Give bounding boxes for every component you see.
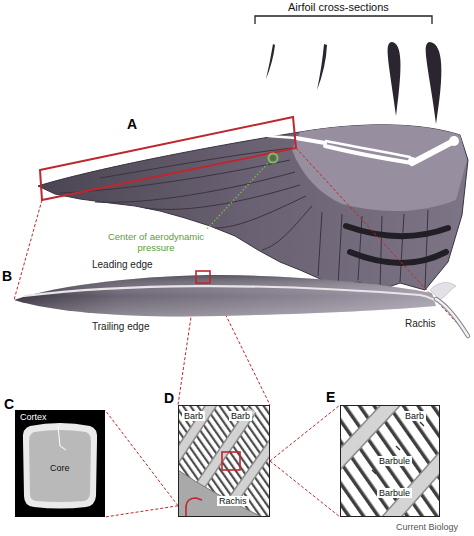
panel-letter: C <box>4 396 14 412</box>
zoom-box <box>196 271 210 283</box>
panel-letter: D <box>164 390 174 406</box>
barbule-panel <box>340 405 440 517</box>
feather-line <box>145 185 300 209</box>
feather-lines <box>60 148 428 288</box>
barb-panel: DBarbBarbRachis <box>178 405 270 517</box>
cortex <box>23 423 97 509</box>
part-label: Rachis <box>405 318 436 330</box>
part-label: Barb <box>403 411 426 421</box>
part-label: Barbule <box>377 456 412 466</box>
barbs-fill <box>340 405 440 517</box>
zoom-line <box>14 200 42 300</box>
bracket-label: Airfoil cross-sections <box>288 1 389 14</box>
wing-coverts <box>292 125 467 211</box>
airfoil-sections <box>266 42 441 124</box>
cross-section-panel: CCortexCore <box>15 410 105 517</box>
wing-bar <box>346 226 448 236</box>
barbule-hatch <box>340 405 440 517</box>
radius <box>326 141 410 157</box>
feather <box>14 275 468 336</box>
airfoil-section <box>266 44 275 79</box>
feather-line <box>95 172 295 202</box>
barb-shape <box>380 440 440 517</box>
zoom-box <box>40 117 296 200</box>
down-tuft <box>430 283 456 300</box>
callout-label: Center of aerodynamic pressure <box>104 232 208 254</box>
wing <box>38 125 468 290</box>
hook <box>372 470 376 474</box>
hook <box>408 434 412 438</box>
part-label: Barbule <box>377 488 412 498</box>
panel-background <box>15 410 105 517</box>
zoom-box <box>222 452 240 470</box>
digit-bone <box>268 136 296 138</box>
feather-line <box>318 212 322 276</box>
zoom-arc <box>186 498 202 517</box>
journal-credit: Current Biology <box>396 522 458 532</box>
barb-panel <box>178 405 270 517</box>
edge-label: Trailing edge <box>92 321 149 333</box>
feather-vane <box>14 275 436 316</box>
hand-bone <box>296 138 325 143</box>
airfoil-section <box>426 42 442 124</box>
cross-section-panel <box>15 410 105 517</box>
wing-bars <box>346 226 448 263</box>
part-label: Core <box>50 463 70 473</box>
rachis-shape <box>178 470 262 517</box>
feather-line <box>100 148 292 178</box>
hook <box>396 446 400 450</box>
airfoil-section <box>388 42 401 116</box>
feather-line <box>358 216 362 280</box>
wing-bar <box>350 252 446 263</box>
zoom-connector <box>270 405 340 517</box>
core <box>29 430 91 502</box>
quill <box>436 299 468 336</box>
airfoil-section <box>317 44 327 90</box>
pressure-marker <box>269 154 278 163</box>
pressure-marker-dot <box>271 156 275 160</box>
barb-shape <box>178 405 218 470</box>
feather-line <box>400 214 404 282</box>
feather-line <box>262 206 312 250</box>
part-label: Barb <box>229 411 252 421</box>
barbule-hooks <box>372 422 424 474</box>
hook <box>420 422 424 426</box>
barb-shape <box>380 440 440 517</box>
leader-line <box>207 161 270 229</box>
rachis-shaft <box>24 286 468 336</box>
wing-outline <box>38 125 468 290</box>
panel-letter: E <box>326 389 335 405</box>
part-label: Cortex <box>20 412 47 422</box>
bracket <box>255 16 432 24</box>
zoom-connector <box>105 410 178 517</box>
quill-highlight <box>436 299 468 336</box>
edge-label: Leading edge <box>92 259 153 271</box>
core-septum <box>58 426 66 450</box>
feather-line <box>425 210 428 288</box>
feather-line <box>338 214 342 286</box>
panel-letter: B <box>2 268 12 284</box>
zoom-lines <box>14 148 468 405</box>
feather-line <box>215 196 306 228</box>
part-label: Barb <box>182 411 205 421</box>
panel-letter: A <box>127 116 137 132</box>
elbow-joint <box>408 157 416 165</box>
part-label: Rachis <box>217 496 249 506</box>
barbule-panel: EBarbBarbuleBarbule <box>340 405 440 517</box>
shoulder-joint <box>449 136 459 146</box>
feather-line <box>380 216 382 288</box>
feather-shade <box>14 275 436 316</box>
barbs <box>340 405 440 517</box>
humerus <box>412 142 452 163</box>
